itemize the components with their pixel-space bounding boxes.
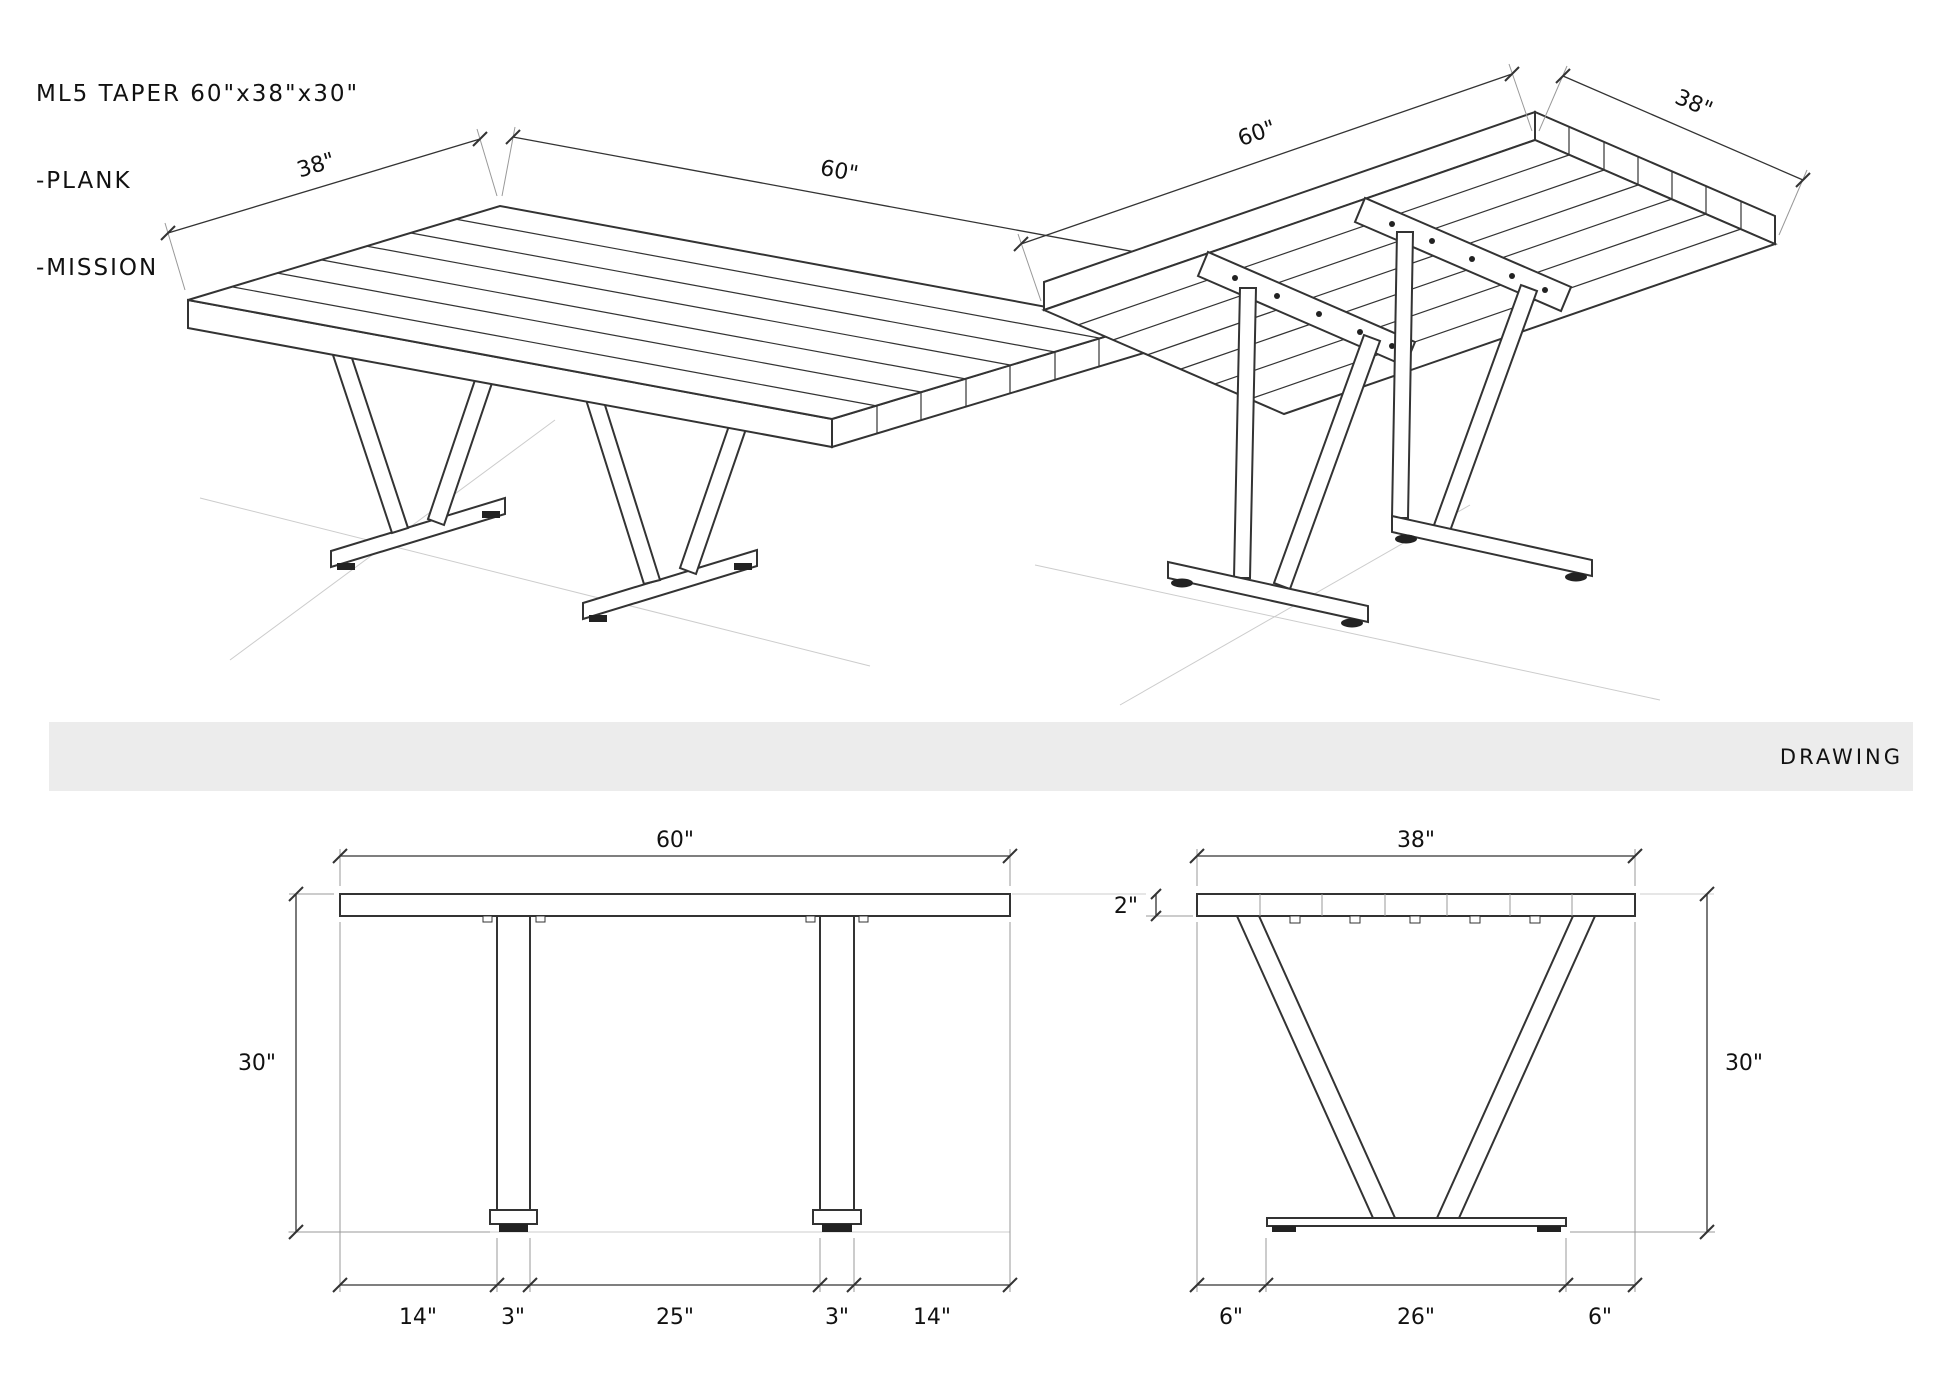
front-elevation: 60" 30": [238, 828, 1146, 1330]
dim-label-25: 25": [656, 1305, 694, 1330]
tabletop: [339, 893, 1011, 917]
table-leg: [1390, 231, 1593, 582]
tabletop: [1196, 893, 1636, 917]
dimension-top-width: 60": [332, 828, 1018, 886]
dimension-thickness: 2": [1114, 888, 1193, 922]
plank-seams: [1259, 894, 1573, 916]
dimension-bottom-chain: 6" 26" 6": [1189, 922, 1643, 1330]
plank-end-seams: [1568, 127, 1742, 229]
mounting-tabs: [482, 915, 869, 923]
section-band-label: DRAWING: [1780, 745, 1903, 769]
title-line-mission: -MISSION: [36, 255, 159, 281]
tabletop: [187, 204, 1145, 449]
section-band: DRAWING: [49, 722, 1913, 791]
title-line-model: ML5 TAPER 60"x38"x30": [36, 81, 360, 107]
section-band-background: [49, 722, 1913, 791]
dim-label-60: 60": [1235, 116, 1279, 152]
dim-label-14: 14": [399, 1305, 437, 1330]
dimension-bottom-chain: 14" 3" 25" 3" 14": [332, 922, 1018, 1330]
dim-label-6: 6": [1588, 1305, 1612, 1330]
dim-label-30: 30": [238, 1051, 276, 1076]
support-plate: [1196, 250, 1417, 368]
table-leg-v: [1235, 915, 1597, 1232]
table-leg: [580, 357, 770, 622]
dim-label-3: 3": [825, 1305, 849, 1330]
plank-seams: [1077, 154, 1742, 400]
dimension-height: 30": [1570, 886, 1763, 1240]
title-block: ML5 TAPER 60"x38"x30" -PLANK -MISSION: [36, 22, 359, 341]
title-line-plank: -PLANK: [36, 168, 132, 194]
dim-label-26: 26": [1397, 1305, 1435, 1330]
plank-seams: [232, 218, 1100, 407]
mounting-clips: [1289, 915, 1541, 924]
dim-label-2: 2": [1114, 894, 1138, 919]
dim-label-14: 14": [913, 1305, 951, 1330]
plank-end-seams: [876, 338, 1100, 434]
dim-label-3: 3": [501, 1305, 525, 1330]
dimension-height: 30": [238, 886, 490, 1240]
dim-label-30: 30": [1725, 1051, 1763, 1076]
dim-label-38: 38": [294, 148, 338, 183]
dim-label-60: 60": [818, 156, 860, 188]
iso-view-left: 38" 60": [160, 126, 1165, 667]
dim-label-38: 38": [1671, 85, 1716, 123]
support-plate: [1353, 196, 1573, 313]
dim-label-6: 6": [1219, 1305, 1243, 1330]
dim-label-38: 38": [1397, 828, 1435, 853]
table-leg: [1167, 287, 1382, 628]
dimension-top-width: 38": [1189, 828, 1643, 886]
dim-label-60: 60": [656, 828, 694, 853]
ground-reference-lines: [199, 419, 871, 667]
table-leg: [489, 915, 538, 1232]
side-elevation: 38" 2" 30": [1114, 828, 1763, 1330]
table-leg: [812, 915, 862, 1232]
iso-view-right: 60" 38": [1013, 63, 1811, 706]
